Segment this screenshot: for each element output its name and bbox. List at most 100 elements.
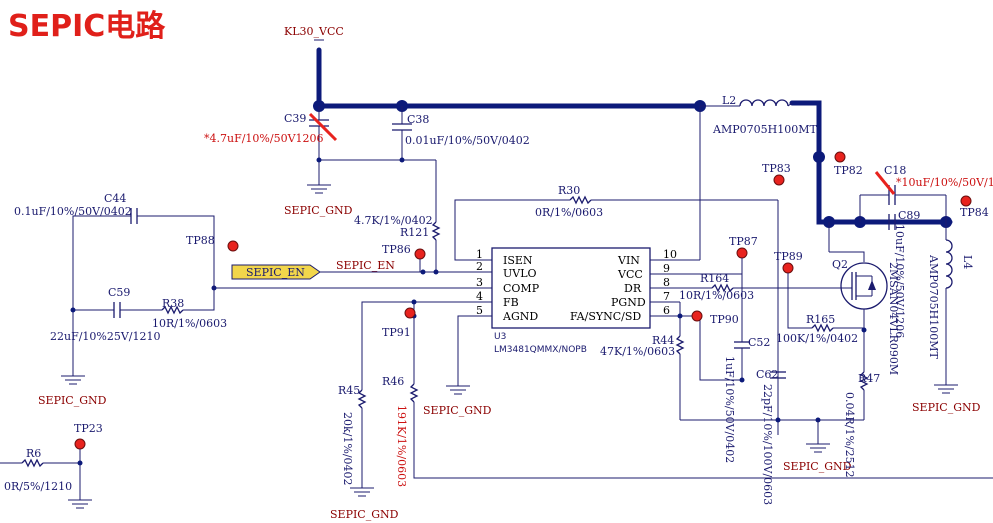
gnd-symbol-r45: SEPIC_GND	[330, 487, 399, 521]
svg-text:TP82: TP82	[834, 164, 863, 177]
testpoint-tp84	[960, 195, 972, 207]
svg-text:SEPIC_EN: SEPIC_EN	[336, 259, 395, 272]
resistor-r46: R46 191K/1%/0603	[382, 316, 993, 487]
svg-text:3: 3	[476, 276, 483, 289]
svg-text:22pF/10%/100V/0603: 22pF/10%/100V/0603	[761, 384, 774, 505]
svg-text:PGND: PGND	[611, 296, 646, 309]
svg-text:5: 5	[476, 304, 483, 317]
svg-text:R38: R38	[162, 297, 184, 310]
svg-text:TP84: TP84	[960, 206, 989, 219]
gnd-symbol-l4: SEPIC_GND	[912, 384, 981, 414]
gnd-symbol-r6	[68, 499, 92, 509]
inductor-l4: L4 AMP0705H100MT	[927, 222, 974, 385]
svg-text:SEPIC_GND: SEPIC_GND	[330, 508, 399, 521]
svg-text:1: 1	[476, 248, 483, 261]
svg-text:AMP0705H100MT: AMP0705H100MT	[927, 254, 940, 359]
svg-text:C38: C38	[407, 113, 429, 126]
svg-text:L2: L2	[722, 94, 736, 107]
svg-text:TP88: TP88	[186, 234, 215, 247]
svg-text:TP90: TP90	[710, 313, 739, 326]
svg-text:U3: U3	[494, 332, 506, 342]
capacitor-c18: C18 *10uF/10%/50V/1	[859, 164, 993, 222]
svg-text:C44: C44	[104, 192, 126, 205]
svg-text:R45: R45	[338, 384, 360, 397]
testpoint-tp82	[834, 151, 846, 163]
svg-text:C62: C62	[756, 368, 778, 381]
net-label-sepic-en: SEPIC_EN SEPIC_EN	[231, 259, 395, 280]
svg-text:10uF/10%/50V/1206: 10uF/10%/50V/1206	[893, 224, 906, 338]
c39-value: *4.7uF/10%/50V1206	[204, 132, 324, 145]
svg-text:C18: C18	[884, 164, 906, 177]
svg-text:VIN: VIN	[617, 254, 640, 267]
svg-text:SEPIC_GND: SEPIC_GND	[284, 204, 353, 217]
svg-text:AGND: AGND	[502, 310, 538, 323]
svg-text:Q2: Q2	[832, 258, 848, 271]
svg-text:4: 4	[476, 290, 483, 303]
resistor-r44: R44 47K/1%/0603	[600, 318, 685, 420]
svg-text:6: 6	[663, 304, 670, 317]
net-kl30-vcc: KL30_VCC	[284, 25, 344, 38]
ic-u3: 1 2 3 4 5 ISEN UVLO COMP FB AGND 10 9 8 …	[470, 247, 742, 355]
testpoint-tp23	[74, 438, 86, 450]
resistor-r121: 4.7K/1%/0402 R121	[354, 214, 441, 270]
svg-text:C59: C59	[108, 286, 130, 299]
c39-ref: C39	[284, 112, 306, 125]
resistor-r38: R38 10R/1%/0603	[152, 288, 227, 330]
testpoint-tp90	[691, 310, 703, 322]
svg-text:R121: R121	[400, 226, 429, 239]
resistor-r45: R45 20k/1%/0402	[338, 384, 367, 488]
capacitor-c44: C44 0.1uF/10%/50V/0402	[14, 192, 215, 340]
capacitor-c89: C89 10uF/10%/50V/1206	[888, 209, 920, 338]
testpoint-tp86	[414, 248, 426, 260]
svg-text:R165: R165	[806, 313, 835, 326]
svg-text:FA/SYNC/SD: FA/SYNC/SD	[570, 310, 641, 323]
inductor-l2: L2 AMP0705H100MT	[700, 94, 817, 136]
svg-text:TP86: TP86	[382, 243, 411, 256]
schematic-title: SEPIC电路	[8, 9, 166, 44]
svg-text:22uF/10%25V/1210: 22uF/10%25V/1210	[50, 330, 161, 343]
svg-text:SEPIC_GND: SEPIC_GND	[38, 394, 107, 407]
svg-text:0R/1%/0603: 0R/1%/0603	[535, 206, 603, 219]
svg-text:R47: R47	[858, 372, 880, 385]
gnd-symbol-pgnd: SEPIC_GND	[783, 443, 852, 473]
svg-text:TP23: TP23	[74, 422, 103, 435]
capacitor-c39: C39 *4.7uF/10%/50V1206	[204, 106, 338, 185]
svg-text:L4: L4	[961, 255, 974, 269]
svg-text:*10uF/10%/50V/1: *10uF/10%/50V/1	[896, 176, 993, 189]
svg-text:1uF/10%/50V/0402: 1uF/10%/50V/0402	[723, 356, 736, 463]
svg-text:C52: C52	[748, 336, 770, 349]
svg-text:47K/1%/0603: 47K/1%/0603	[600, 345, 675, 358]
mosfet-q2: Q2 2MSAN04VLR090M	[828, 222, 900, 375]
testpoint-tp88	[227, 240, 239, 252]
svg-text:2: 2	[476, 260, 483, 273]
svg-text:2MSAN04VLR090M: 2MSAN04VLR090M	[887, 262, 900, 375]
capacitor-c38: C38 0.01uF/10%/50V/0402	[392, 106, 530, 160]
svg-text:COMP: COMP	[503, 282, 540, 295]
svg-text:TP83: TP83	[762, 162, 791, 175]
resistor-r164: R164 10R/1%/0603	[679, 272, 852, 302]
svg-text:20k/1%/0402: 20k/1%/0402	[341, 412, 354, 486]
svg-text:DR: DR	[624, 282, 642, 295]
gnd-symbol-agnd: SEPIC_GND	[423, 385, 492, 417]
svg-text:AMP0705H100MT: AMP0705H100MT	[712, 123, 817, 136]
svg-text:9: 9	[663, 262, 670, 275]
svg-text:SEPIC_GND: SEPIC_GND	[423, 404, 492, 417]
gnd-symbol-c39: SEPIC_GND	[284, 184, 353, 217]
svg-text:C89: C89	[898, 209, 920, 222]
testpoint-tp89	[782, 262, 794, 274]
svg-text:100K/1%/0402: 100K/1%/0402	[776, 332, 858, 345]
svg-text:R30: R30	[558, 184, 580, 197]
svg-text:0.01uF/10%/50V/0402: 0.01uF/10%/50V/0402	[405, 134, 530, 147]
svg-text:TP87: TP87	[729, 235, 758, 248]
svg-text:ISEN: ISEN	[503, 254, 533, 267]
svg-text:TP91: TP91	[382, 326, 411, 339]
svg-text:0.04R/1%/2512: 0.04R/1%/2512	[843, 392, 856, 478]
resistor-r6: R6 0R/5%/1210	[0, 447, 80, 493]
svg-text:FB: FB	[503, 296, 519, 309]
svg-text:UVLO: UVLO	[503, 267, 537, 280]
testpoint-tp87	[736, 247, 748, 259]
svg-text:R6: R6	[26, 447, 41, 460]
svg-text:10R/1%/0603: 10R/1%/0603	[679, 289, 754, 302]
svg-text:R164: R164	[700, 272, 729, 285]
